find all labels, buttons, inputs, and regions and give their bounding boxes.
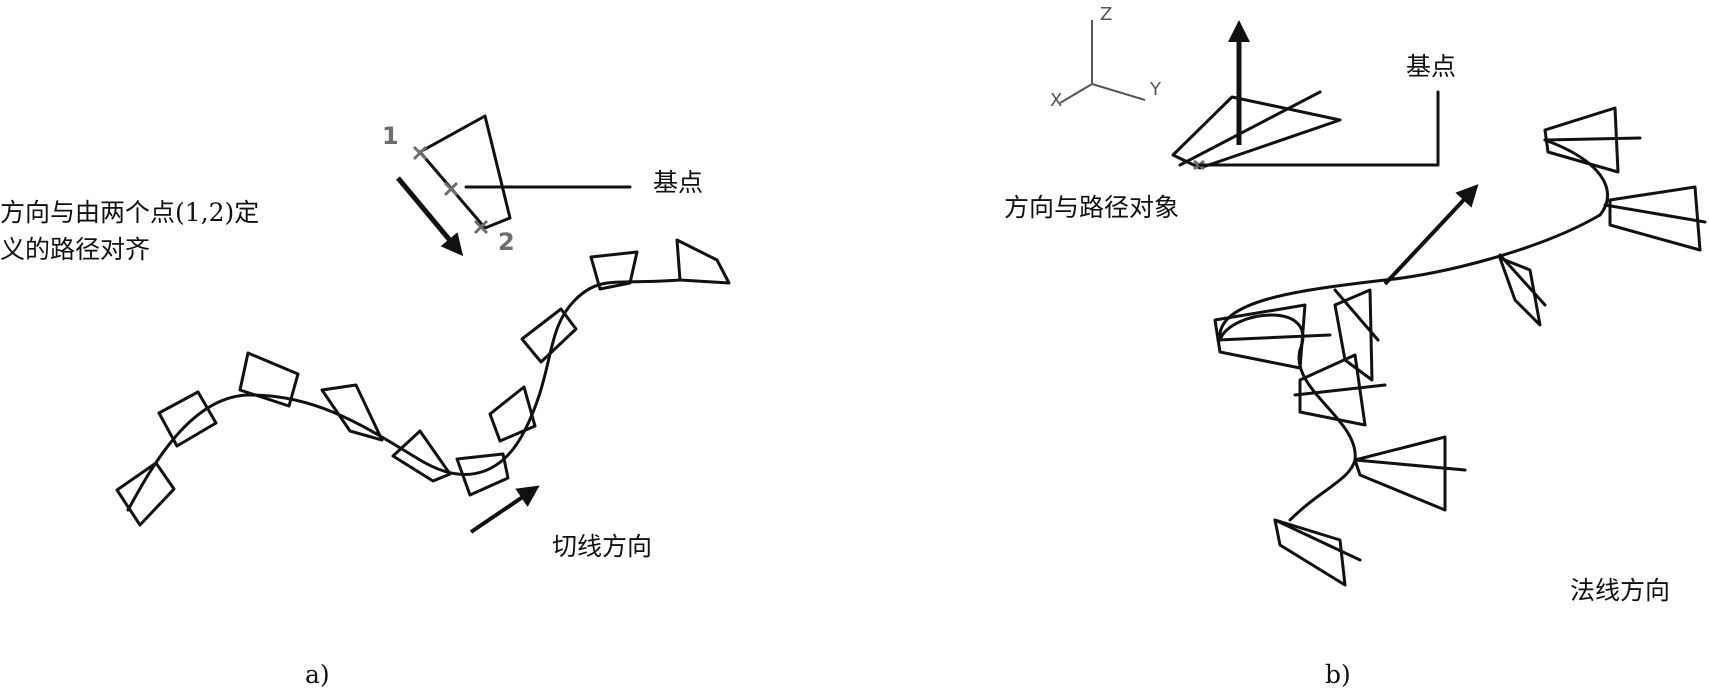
axis-z-label: Z [1100,4,1112,25]
caption-a: a) [305,660,330,689]
profile-shape-b [1171,95,1342,170]
base-point-label-b: 基点 [1406,52,1456,81]
panel-a: 方向与由两个点(1,2)定 义的路径对齐 基点 切线方向 a) 1 2 [0,114,731,689]
base-point-label-a: 基点 [653,168,703,197]
path-curve-b [1218,138,1610,522]
ucs-axis-icon: Z Y X [1050,4,1162,111]
tangent-direction-label: 切线方向 [552,532,652,561]
axis-x-label: X [1050,90,1062,111]
base-point-leader-b [1198,90,1440,167]
profile-shape-a [418,114,512,230]
path-curve-a [126,278,682,512]
path-direction-arrow-b [1383,184,1479,286]
swept-profiles-b [1213,106,1707,587]
swept-profiles-a [115,238,731,527]
axis-y-label: Y [1149,79,1162,100]
base-point-marker-a [443,181,459,197]
caption-b: b) [1325,660,1351,689]
alignment-label-line1: 方向与由两个点(1,2)定 [0,198,259,227]
tangent-arrow [469,485,540,534]
normal-direction-label: 法线方向 [1570,576,1670,605]
point-2-label: 2 [498,228,515,256]
point-2-marker [473,219,489,235]
point-1-marker [412,145,428,161]
panel-b: Z Y X 方向与路径对象 基点 法线方向 b) [1004,4,1707,689]
alignment-arrow-a [396,176,464,257]
alignment-label-b: 方向与路径对象 [1004,193,1179,222]
alignment-label-line2: 义的路径对齐 [0,235,150,264]
point-1-label: 1 [382,122,399,150]
profile-spine-b [1178,90,1322,167]
